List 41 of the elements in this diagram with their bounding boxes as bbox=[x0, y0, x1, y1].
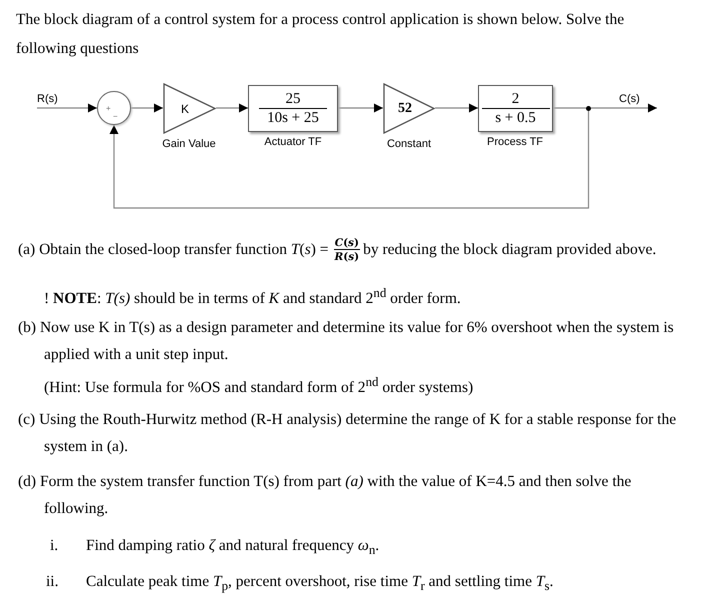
connector-arrow bbox=[131, 104, 163, 112]
note-text: ! NOTE: T(s) should be in terms of K and standard 2$^{nd}$ order form. bbox=[44, 284, 462, 310]
gain-block bbox=[383, 83, 435, 134]
gain-text: K bbox=[180, 100, 190, 118]
denominator-text: 10s + 25 bbox=[267, 108, 319, 126]
block-caption: Constant bbox=[386, 137, 432, 151]
question-text: by reducing the block diagram provided above. bbox=[363, 240, 656, 260]
block-caption: Actuator TF bbox=[263, 135, 323, 149]
numerator-text: 2 bbox=[482, 90, 550, 108]
transfer-function-block bbox=[248, 85, 338, 132]
connector-arrow bbox=[37, 104, 97, 112]
title-text: The block diagram of a control system for a process control application is shown below. Solve the following questions bbox=[16, 10, 626, 59]
gain-block bbox=[163, 83, 216, 134]
fraction-numerator: C(s) bbox=[334, 236, 360, 250]
transfer-function-block bbox=[478, 85, 553, 132]
question-text: (d) Form the system transfer function T(s) from part (a) with the value of K=4.5 and then solve the following. bbox=[18, 472, 632, 519]
question-text: (b) Now use K in T(s) as a design parameter and determine its value for 6% overshoot when the system is applied with a unit step input. bbox=[18, 318, 675, 365]
denominator-text: s + 0.5 bbox=[495, 108, 536, 126]
list-number: ii. bbox=[46, 572, 60, 592]
connector-arrow bbox=[591, 104, 657, 112]
subquestion-text: Find damping ratio ζ and natural frequency ω$_{n}$. bbox=[86, 536, 380, 560]
sign-text: + bbox=[106, 104, 111, 113]
question-text: (a) Obtain the closed-loop transfer function T(s) = bbox=[18, 240, 329, 260]
question-text: (c) Using the Routh-Hurwitz method (R-H analysis) determine the range of K for a stable response for the system in (a). bbox=[18, 410, 678, 457]
hint-text: (Hint: Use formula for %OS and standard form of 2$^{nd}$ order systems) bbox=[44, 373, 474, 398]
list-number: i. bbox=[50, 536, 60, 556]
signal-label: C(s) bbox=[619, 92, 643, 106]
block-caption: Gain Value bbox=[161, 137, 217, 151]
branch-point bbox=[586, 106, 591, 111]
block-caption: Process TF bbox=[486, 135, 544, 149]
connector-arrow bbox=[435, 104, 478, 112]
summing-junction bbox=[97, 91, 131, 125]
connector-arrow bbox=[110, 111, 590, 209]
signal-label: R(s) bbox=[37, 92, 63, 106]
subquestion-text: Calculate peak time T$_{p}$, percent overshoot, rise time T$_{r}$ and settling time T$_{s}$. bbox=[86, 572, 554, 596]
connector-arrow bbox=[216, 104, 248, 112]
fraction-denominator: R(s) bbox=[334, 250, 360, 262]
gain-text: 52 bbox=[397, 100, 413, 118]
sign-text: − bbox=[113, 112, 118, 121]
numerator-text: 25 bbox=[259, 90, 327, 108]
connector-arrow bbox=[338, 104, 383, 112]
